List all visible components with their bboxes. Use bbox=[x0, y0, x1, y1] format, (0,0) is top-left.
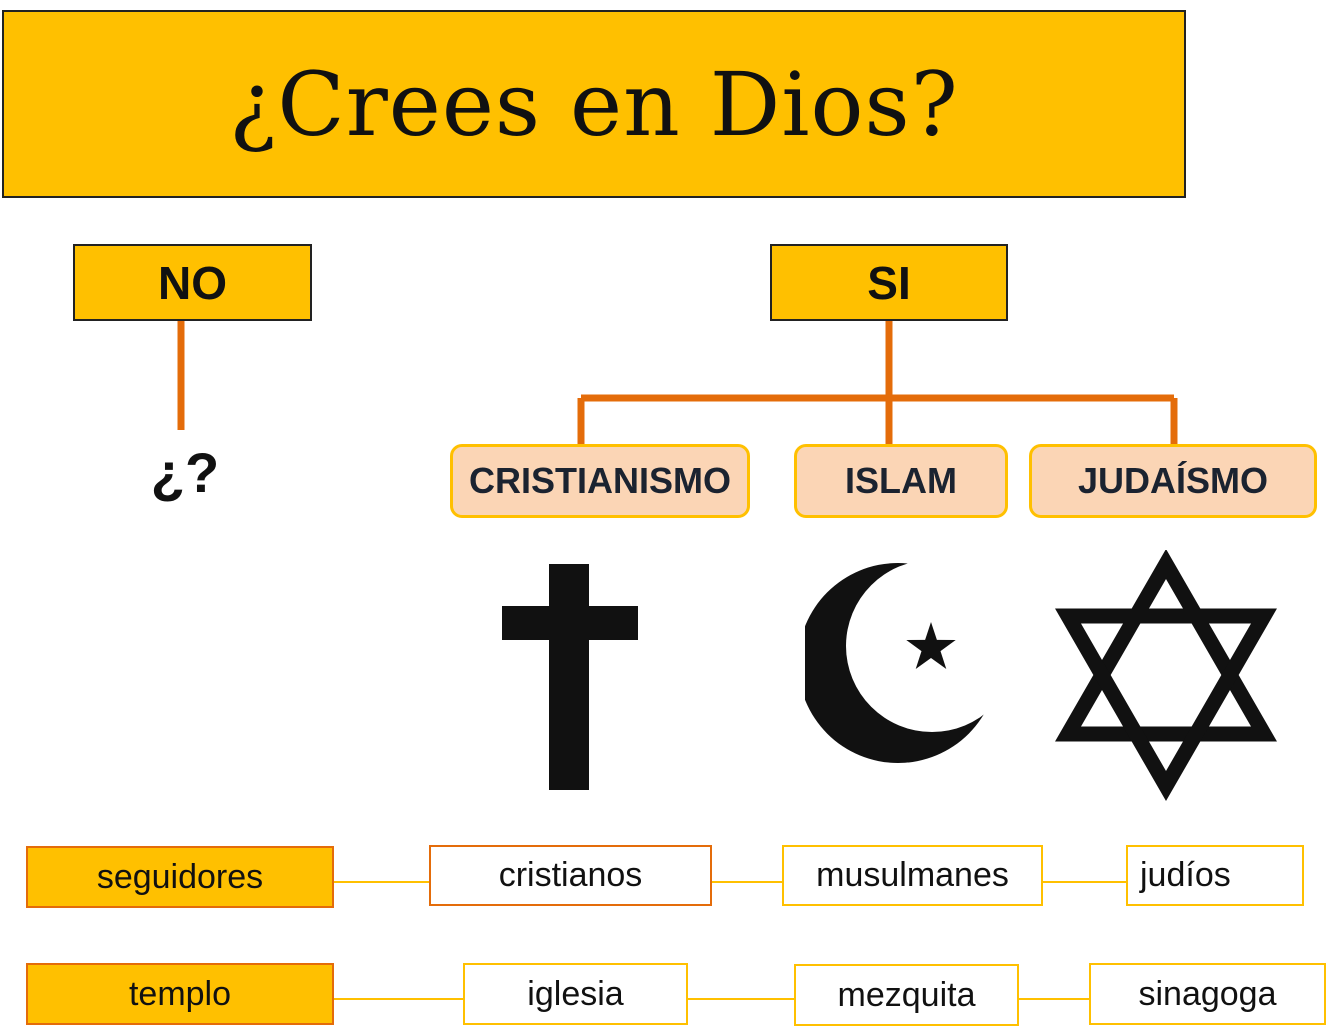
value-box-cristianos: cristianos bbox=[429, 845, 712, 906]
religion-label: CRISTIANISMO bbox=[468, 460, 731, 501]
star-of-david-icon bbox=[1055, 550, 1277, 802]
answer-no-box: NO bbox=[73, 244, 312, 321]
row-connectors bbox=[334, 881, 1126, 1000]
value-box-iglesia: iglesia bbox=[463, 963, 688, 1025]
religion-box-judaismo: JUDAÍSMO bbox=[1029, 444, 1317, 518]
religion-box-cristianismo: CRISTIANISMO bbox=[450, 444, 750, 518]
crescent-star-icon bbox=[805, 563, 995, 763]
answer-si-box: SI bbox=[770, 244, 1008, 321]
religion-label: JUDAÍSMO bbox=[1077, 460, 1269, 501]
value-text: cristianos bbox=[498, 856, 643, 894]
value-text: iglesia bbox=[527, 974, 624, 1013]
value-text: judíos bbox=[1140, 856, 1231, 894]
answer-si-label: SI bbox=[867, 256, 911, 309]
value-text: mezquita bbox=[837, 975, 976, 1014]
religion-label: ISLAM bbox=[845, 460, 957, 501]
answer-no-label: NO bbox=[158, 256, 227, 309]
row-label-text: seguidores bbox=[96, 857, 264, 896]
value-box-mezquita: mezquita bbox=[794, 964, 1019, 1026]
value-text: sinagoga bbox=[1138, 974, 1277, 1013]
page-title: ¿Crees en Dios? bbox=[229, 52, 959, 156]
cross-icon bbox=[502, 564, 638, 790]
value-box-musulmanes: musulmanes bbox=[782, 845, 1043, 906]
row-label-templo: templo bbox=[26, 963, 334, 1025]
title-banner: ¿Crees en Dios? bbox=[2, 10, 1186, 198]
value-box-judios: judíos bbox=[1126, 845, 1304, 906]
religion-box-islam: ISLAM bbox=[794, 444, 1008, 518]
value-text: musulmanes bbox=[816, 856, 1009, 894]
no-result-text: ¿? bbox=[150, 441, 220, 504]
row-label-text: templo bbox=[128, 974, 232, 1013]
row-label-seguidores: seguidores bbox=[26, 846, 334, 908]
tree-connectors bbox=[177, 318, 1178, 444]
value-box-sinagoga: sinagoga bbox=[1089, 963, 1326, 1025]
